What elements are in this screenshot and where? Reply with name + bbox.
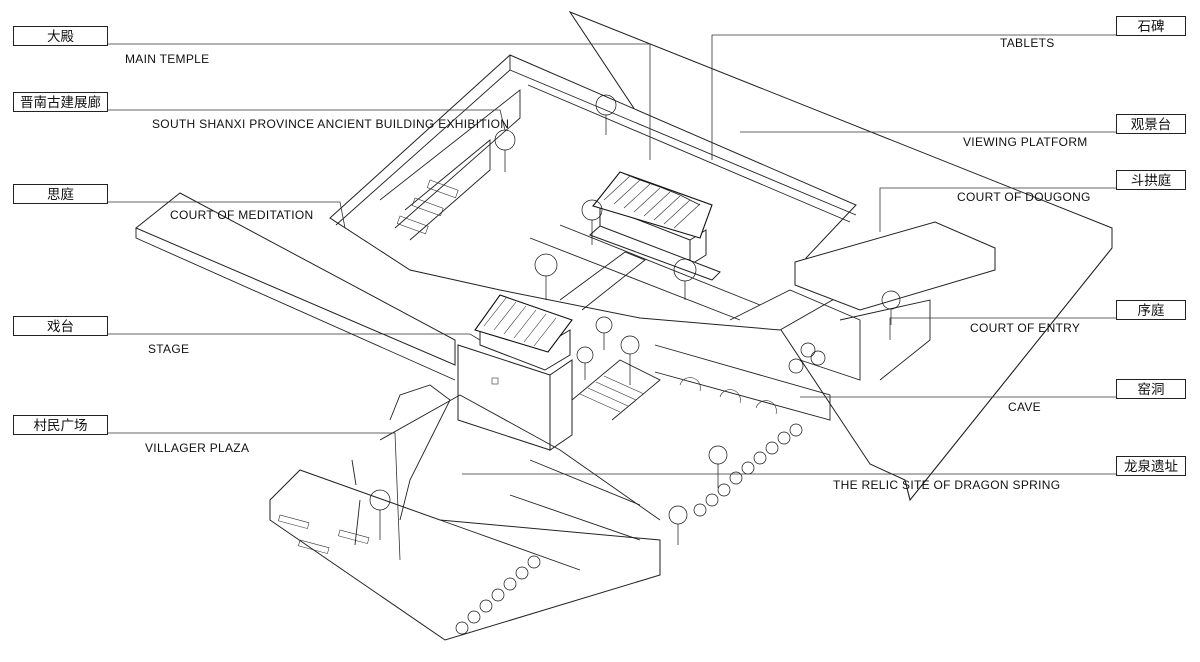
court-line-1 <box>529 237 741 321</box>
label-dragon-spring-zh: 龙泉遗址 <box>1116 456 1186 476</box>
label-plaza-zh: 村民广场 <box>13 415 108 435</box>
cave-arch-1 <box>679 377 701 392</box>
label-cave-en: CAVE <box>1008 400 1041 414</box>
villager-plaza-base <box>269 469 661 641</box>
label-viewing-en: VIEWING PLATFORM <box>963 135 1088 149</box>
label-dragon-spring-en: THE RELIC SITE OF DRAGON SPRING <box>833 478 1061 492</box>
label-viewing-zh: 观景台 <box>1116 114 1186 134</box>
label-main-temple-en: MAIN TEMPLE <box>125 52 210 66</box>
label-meditation-zh: 思庭 <box>13 184 108 204</box>
compound-outer <box>329 54 857 331</box>
ruin-wall <box>389 384 451 521</box>
leader-lines <box>108 34 1116 561</box>
label-entry-en: COURT OF ENTRY <box>970 321 1081 335</box>
plaza-edge <box>354 499 361 546</box>
gallery-inner <box>404 139 491 241</box>
plaza-step-1 <box>529 459 641 506</box>
cave-wall <box>654 344 831 421</box>
label-tablets-zh: 石碑 <box>1116 16 1186 36</box>
court-line-2 <box>559 224 761 306</box>
label-meditation-en: COURT OF MEDITATION <box>170 208 314 222</box>
tree-row-right <box>693 342 826 517</box>
compound-wall-back2 <box>527 84 851 223</box>
label-cave-zh: 窑洞 <box>1116 379 1186 399</box>
compound-wall-back <box>509 69 857 216</box>
entry-court <box>729 289 861 381</box>
gallery-benches <box>396 179 459 235</box>
label-plaza-en: VILLAGER PLAZA <box>145 441 250 455</box>
label-dougong-zh: 斗拱庭 <box>1116 170 1186 190</box>
entry-court-wall <box>839 299 931 381</box>
tree-row-left <box>455 555 541 635</box>
cave-arch-2 <box>719 389 741 404</box>
tree-group <box>369 94 901 545</box>
label-exhibition-zh: 晋南古建展廊 <box>13 92 108 112</box>
label-exhibition-en: SOUTH SHANXI PROVINCE ANCIENT BUILDING E… <box>152 117 510 131</box>
main-temple-drawing <box>589 171 721 281</box>
stair-treads <box>579 375 645 413</box>
cave-arch-3 <box>755 400 777 415</box>
plaza-step-2 <box>509 494 641 541</box>
dougong-court <box>794 221 996 311</box>
left-wedge-side <box>135 228 456 381</box>
ruin-post <box>351 459 357 486</box>
label-stage-en: STAGE <box>148 342 190 356</box>
plaza-step-3 <box>439 519 581 571</box>
plaza-slope <box>379 394 661 521</box>
exhibition-gallery <box>379 89 521 229</box>
label-dougong-en: COURT OF DOUGONG <box>957 190 1091 204</box>
left-wedge-platform <box>135 192 456 366</box>
axis-walkway <box>559 251 646 311</box>
stage-drawing <box>457 294 573 451</box>
plinth-edge-front <box>909 247 1113 501</box>
plinth-edge-corner <box>904 479 911 501</box>
label-main-temple-zh: 大殿 <box>13 26 108 46</box>
plaza-benches <box>278 514 370 554</box>
label-tablets-en: TABLETS <box>1000 36 1055 50</box>
label-stage-zh: 戏台 <box>13 316 108 336</box>
label-entry-zh: 序庭 <box>1116 300 1186 320</box>
